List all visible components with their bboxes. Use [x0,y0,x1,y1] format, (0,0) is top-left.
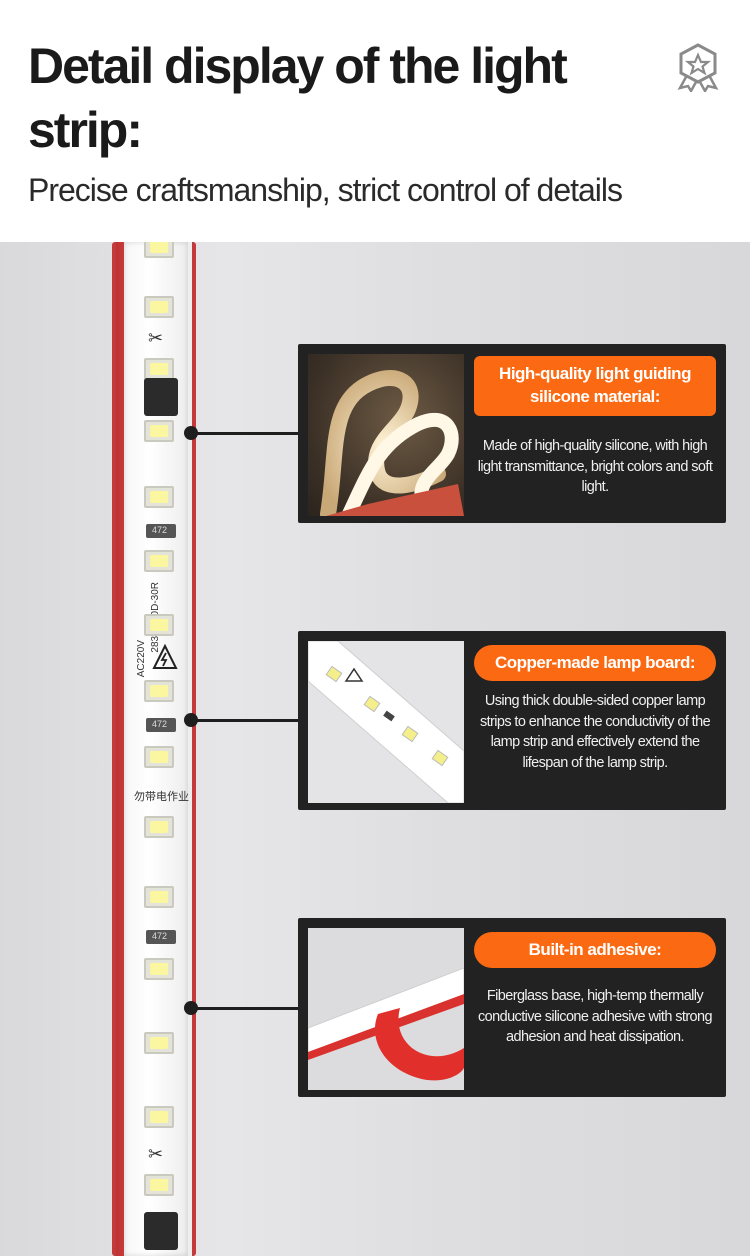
resistor-code: 472 [152,525,168,535]
feature-card-copper-board: Copper-made lamp board: Using thick doub… [298,631,726,810]
led-chip [144,614,174,636]
feature-card-silicone: High-quality light guiding silicone mate… [298,344,726,523]
connector-line [190,432,300,435]
adhesive-tape-illustration [308,928,464,1090]
resistor: 472 [146,524,176,538]
led-chip [144,242,174,258]
feature-description: Fiberglass base, high-temp thermally con… [478,988,713,1045]
led-chip [144,358,174,380]
adhesive-photo [308,928,464,1090]
led-chip [144,1174,174,1196]
led-chip [144,886,174,908]
page-subtitle: Precise craftsmanship, strict control of… [28,172,623,208]
voltage-marking: AC220V [136,640,147,678]
resistor: 472 [146,718,176,732]
led-chip [144,816,174,838]
warning-marking: 勿带电作业 [134,790,189,803]
feature-description: Made of high-quality silicone, with high… [477,438,713,495]
feature-label: Built-in adhesive: [474,932,716,968]
led-chip [144,1106,174,1128]
scissor-icon: ✂ [148,328,164,348]
resistor: 472 [146,930,176,944]
feature-label: High-quality light guiding silicone mate… [474,356,716,416]
led-chip [144,550,174,572]
lamp-board-illustration [308,641,464,803]
led-chip [144,680,174,702]
feature-card-adhesive: Built-in adhesive: Fiberglass base, high… [298,918,726,1097]
led-chip [144,296,174,318]
scissor-icon: ✂ [148,1144,164,1164]
high-voltage-warning-icon [152,644,178,669]
glowing-strip-illustration [320,370,464,516]
led-chip [144,746,174,768]
page-title: Detail display of the light strip: [28,38,568,158]
feature-label: Copper-made lamp board: [474,645,716,681]
ic-chip [144,378,178,416]
led-chip [144,420,174,442]
feature-description: Using thick double-sided copper lamp str… [479,693,711,771]
ic-chip [144,1212,178,1250]
connector-line [190,1007,300,1010]
award-badge-icon [677,43,719,92]
led-chip [144,1032,174,1054]
led-chip [144,958,174,980]
led-chip [144,486,174,508]
connector-line [190,719,300,722]
copper-board-photo [308,641,464,803]
resistor-code: 472 [152,931,168,941]
header: Detail display of the light strip: Preci… [0,0,750,242]
resistor-code: 472 [152,719,168,729]
silicone-strip-photo [308,354,464,516]
